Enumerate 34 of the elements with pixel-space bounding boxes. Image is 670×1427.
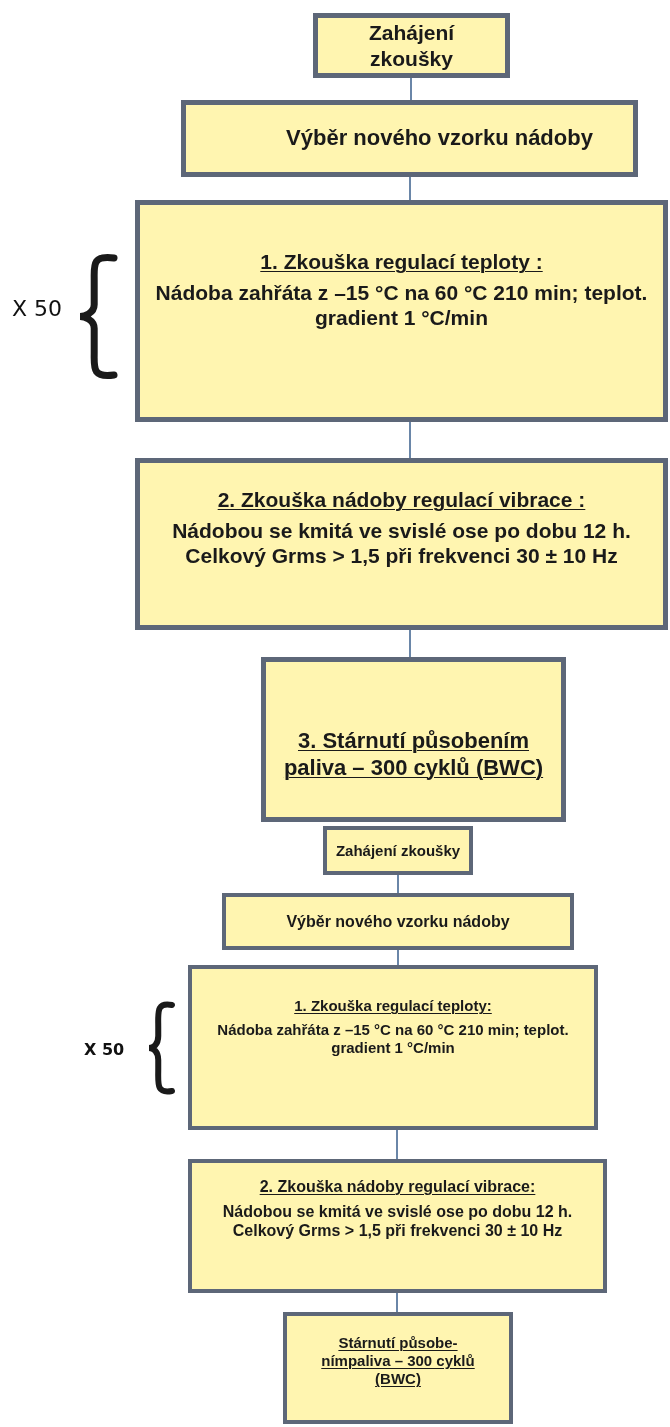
connector-line bbox=[397, 874, 399, 894]
process-box bbox=[283, 1312, 513, 1424]
step-text: Nádobou se kmitá ve svislé ose po dobu 12 h. Celkový Grms > 1,5 při frekvenci 30 ± 10 Hz bbox=[171, 518, 632, 569]
repeat-count: X 50 bbox=[84, 1040, 125, 1059]
step-text: Nádoba zahřáta z –15 °C na 60 °C 210 min; teplot. gradient 1 °C/min bbox=[216, 1021, 570, 1057]
step-heading: 1. Zkouška regulací teploty: bbox=[294, 997, 492, 1015]
connector-line bbox=[396, 1129, 398, 1160]
process-box bbox=[188, 965, 598, 1130]
process-box bbox=[181, 100, 638, 177]
process-box bbox=[135, 200, 668, 422]
step-heading: 3. Stárnutí působením paliva – 300 cyklů (BWC) bbox=[282, 728, 545, 781]
connector-line bbox=[409, 629, 411, 658]
step-heading: 2. Zkouška nádoby regulací vibrace: bbox=[259, 1177, 536, 1197]
connector-line bbox=[410, 77, 412, 101]
repeat-count: X 50 bbox=[12, 296, 63, 321]
connector-line bbox=[409, 176, 411, 201]
step-heading: 2. Zkouška nádoby regulací vibrace : bbox=[217, 487, 586, 513]
connector-line bbox=[396, 1292, 398, 1313]
step-text: Zahájení zkoušky bbox=[335, 841, 461, 860]
process-box bbox=[261, 657, 566, 822]
process-box bbox=[135, 458, 668, 630]
step-text: Nádoba zahřáta z –15 °C na 60 °C 210 min; teplot. gradient 1 °C/min bbox=[154, 280, 649, 331]
process-box bbox=[323, 826, 473, 875]
connector-line bbox=[397, 949, 399, 966]
process-box bbox=[222, 893, 574, 950]
step-text: Zahájení zkoušky bbox=[367, 20, 456, 71]
step-text: Výběr nového vzorku nádoby bbox=[286, 125, 593, 152]
process-box bbox=[188, 1159, 607, 1293]
step-text: Nádobou se kmitá ve svislé ose po dobu 12 h. Celkový Grms > 1,5 při frekvenci 30 ± 10 Hz bbox=[221, 1202, 574, 1241]
connector-line bbox=[409, 421, 411, 459]
step-text: Výběr nového vzorku nádoby bbox=[286, 911, 510, 932]
step-heading: Stárnutí působe- nímpaliva – 300 cyklů (BWC) bbox=[320, 1334, 476, 1388]
step-heading: 1. Zkouška regulací teploty : bbox=[260, 249, 543, 275]
process-box bbox=[313, 13, 510, 78]
